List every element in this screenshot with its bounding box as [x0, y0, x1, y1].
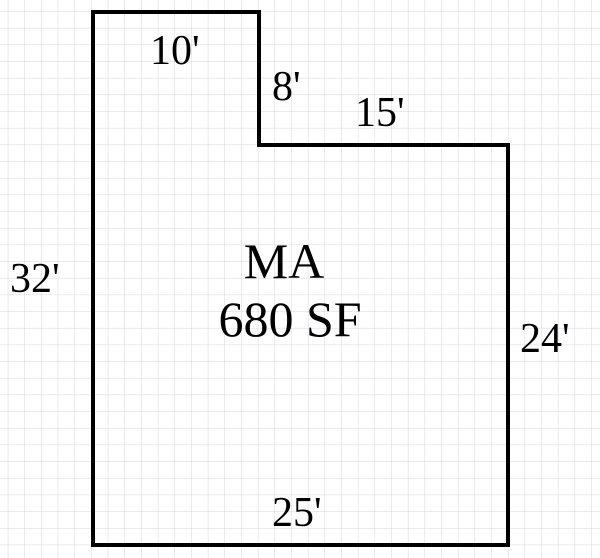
dim-right: 24' [520, 316, 570, 362]
dim-notch-horizontal: 15' [355, 90, 405, 136]
dim-top: 10' [150, 28, 200, 74]
room-outline [91, 10, 510, 547]
area-value: 680 SF [218, 291, 362, 347]
dim-notch-vertical: 8' [272, 64, 301, 110]
dim-left: 32' [10, 256, 60, 302]
area-label: MA [243, 233, 325, 289]
dim-bottom: 25' [272, 490, 322, 536]
